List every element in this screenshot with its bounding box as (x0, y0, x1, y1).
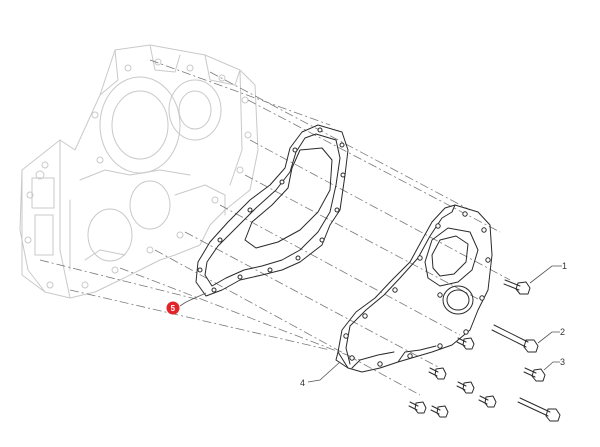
callout-2: 2 (537, 327, 565, 344)
callout-3-label: 3 (560, 357, 565, 367)
cover-plate (335, 204, 493, 373)
bolt-part-1 (503, 279, 531, 295)
callout-5-badge (166, 301, 180, 315)
callout-5-label: 5 (171, 304, 176, 313)
callout-5: 5 (166, 292, 207, 315)
callout-4-label: 4 (300, 378, 305, 388)
callout-1-label: 1 (562, 261, 567, 271)
front-housing (19, 44, 259, 299)
bolt-part-3 (523, 367, 546, 382)
callout-4: 4 (300, 361, 341, 388)
gasket (195, 124, 349, 297)
bolt-short-group (408, 337, 497, 418)
callout-2-label: 2 (560, 327, 565, 337)
assembly-lines (39, 59, 511, 396)
callout-3: 3 (543, 357, 565, 371)
callout-1: 1 (529, 261, 567, 284)
bolt-part-2 (491, 324, 539, 353)
bolt-long-lower (517, 397, 561, 422)
